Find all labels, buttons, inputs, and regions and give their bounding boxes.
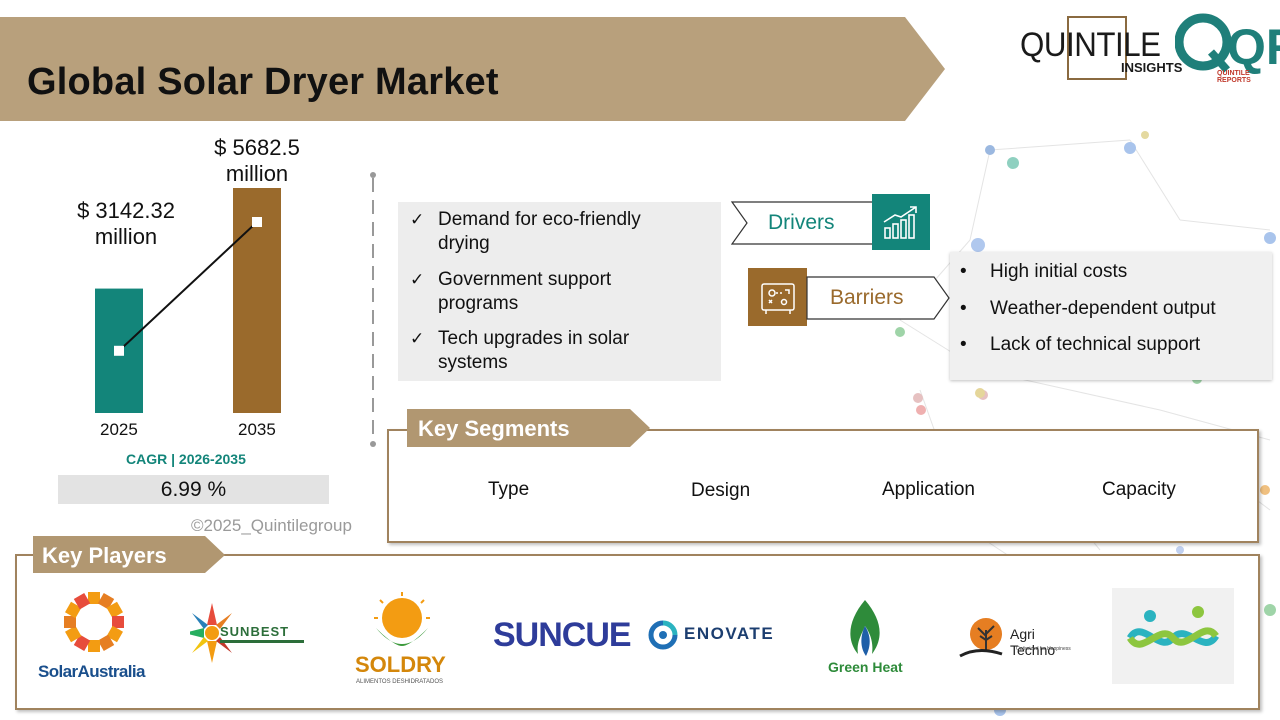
page-title: Global Solar Dryer Market [27,61,499,103]
logo-brand: QUINTILE [1020,26,1161,64]
key-players-panel [15,554,1260,710]
sunbest-text: SUNBEST [220,624,289,639]
barrier-text: Weather-dependent output [990,298,1216,319]
barriers-tag-shape [806,276,950,320]
soldry-text: SOLDRY [355,652,446,677]
check-icon: ✓ [410,210,425,229]
banner-arrow-shape [0,17,945,121]
value-label-2025: $ 3142.32 million [66,198,186,250]
cagr-label: CAGR | 2026-2035 [126,451,246,467]
key-players-ribbon [33,536,225,573]
logo-sub: INSIGHTS [1121,60,1183,75]
value-2035-amount: $ 5682.5 [214,135,300,160]
barrier-text: Lack of technical support [990,334,1201,355]
key-segments-panel: Type Design Application Capacity [387,429,1259,543]
segment-design: Design [691,480,751,501]
driver-text: systems [438,352,508,373]
sun-ring-icon [64,592,124,652]
infinity-people-icon [1127,606,1219,648]
segment-capacity: Capacity [1102,479,1176,500]
dashed-divider [370,172,376,447]
key-segments-ribbon [407,409,650,447]
enovate-ring-icon [648,620,678,650]
sunbest-logo: SUNBEST [184,600,308,666]
growth-chart-icon [872,194,930,250]
enovate-text: ENOVATE [684,624,775,643]
bullet-icon: • [960,334,967,355]
trend-marker-2035 [252,217,262,227]
cagr-value: 6.99 % [160,478,227,501]
key-players-heading: Key Players [42,543,167,568]
soldry-sun-leaf-icon: SOLDRY ALIMENTOS DESHIDRATADOS [355,592,446,685]
check-icon: ✓ [410,329,425,348]
drivers-list: ✓ Demand for eco-friendly drying ✓ Govern… [398,202,721,381]
value-2035-unit: million [225,161,289,186]
bullet-icon: • [960,298,967,319]
soldry-logo: SOLDRY ALIMENTOS DESHIDRATADOS [350,590,454,686]
title-banner: Global Solar Dryer Market [0,17,945,121]
segment-type: Type [488,479,530,500]
agri-tree-icon [959,618,1003,658]
solaraustralia-logo: SolarAustralia [38,590,150,686]
driver-text: drying [438,233,490,254]
green-heat-text: Green Heat [828,659,903,675]
value-label-2035: $ 5682.5 million [198,135,316,187]
value-2025-unit: million [94,224,158,249]
soldry-subtext: ALIMENTOS DESHIDRATADOS [356,679,443,685]
drivers-label: Drivers [768,211,835,234]
agri-techno-text: Agri Techno [1010,626,1056,658]
green-heat-logo: Green Heat [826,598,904,678]
driver-text: Tech upgrades in solar [438,328,630,349]
segment-application: Application [882,479,975,500]
market-size-chart [95,188,281,413]
trend-marker-2025 [114,345,124,356]
year-label-2035: 2035 [238,420,276,439]
driver-text: programs [438,293,519,314]
green-heat-flame-icon [850,600,880,656]
infinity-logo [1112,588,1234,684]
logo-tagline: QUINTILE REPORTS [1217,70,1251,84]
qr-logo-icon: QR [1175,13,1280,74]
logo-frame [1067,16,1127,80]
copyright: ©2025_Quintilegroup [191,516,352,535]
agri-techno-logo: Agri Techno Optimized for Happiness [958,616,1082,662]
cagr-box: 6.99 % [58,475,329,504]
barriers-label: Barriers [830,286,904,309]
barrier-text: High initial costs [990,261,1128,282]
logo-mark-text: QR [1227,19,1280,74]
driver-text: Demand for eco-friendly [438,209,641,230]
trend-line [118,221,258,352]
check-icon: ✓ [410,270,425,289]
barrier-board-icon [748,268,807,326]
drivers-tag-shape [731,201,876,245]
bullet-icon: • [960,261,967,282]
solaraustralia-text: SolarAustralia [38,662,145,681]
agri-techno-tagline: Optimized for Happiness [1016,646,1071,652]
year-label-2025: 2025 [100,420,138,439]
enovate-logo: ENOVATE [648,618,776,654]
key-segments-heading: Key Segments [418,416,570,441]
driver-text: Government support [438,269,612,290]
barriers-list: • High initial costs • Weather-dependent o… [950,252,1272,380]
quintile-logo: QUINTILE INSIGHTS QR QUINTILE REPORTS [1015,12,1280,84]
value-2025-amount: $ 3142.32 [77,198,175,223]
suncue-logo: SUNCUE [493,616,632,656]
suncue-text: SUNCUE [493,616,632,654]
sunbest-burst-icon: SUNBEST [184,603,304,663]
